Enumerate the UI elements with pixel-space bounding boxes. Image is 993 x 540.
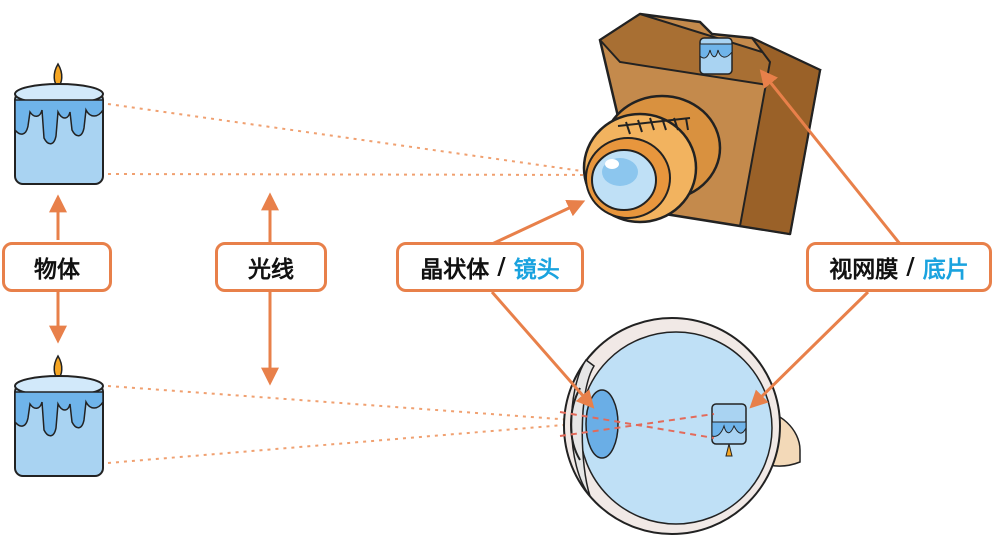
camera-icon: [582, 12, 822, 236]
eye-icon: [563, 317, 801, 535]
candle-bottom-icon: [14, 354, 104, 477]
vertical-arrows: [49, 192, 279, 386]
connector-arrows: [490, 69, 902, 409]
label-lens-separator: /: [497, 254, 506, 280]
label-object: 物体: [2, 242, 112, 292]
candle-top-icon: [14, 62, 104, 185]
label-lens-cam: 镜头: [513, 257, 560, 283]
label-object-text: 物体: [34, 257, 80, 283]
rays-inside-eye: [559, 411, 715, 439]
rays-to-camera: [107, 103, 611, 176]
label-light: 光线: [215, 242, 327, 292]
label-light-text: 光线: [248, 257, 294, 283]
label-lens: 晶状体 / 镜头: [396, 242, 584, 292]
label-retina-cam: 底片: [922, 257, 969, 283]
label-retina-separator: /: [906, 254, 915, 280]
label-retina-bio: 视网膜: [829, 257, 899, 283]
label-retina: 视网膜 / 底片: [806, 242, 992, 292]
label-lens-bio: 晶状体: [420, 257, 490, 283]
rays-to-eye: [107, 385, 601, 464]
